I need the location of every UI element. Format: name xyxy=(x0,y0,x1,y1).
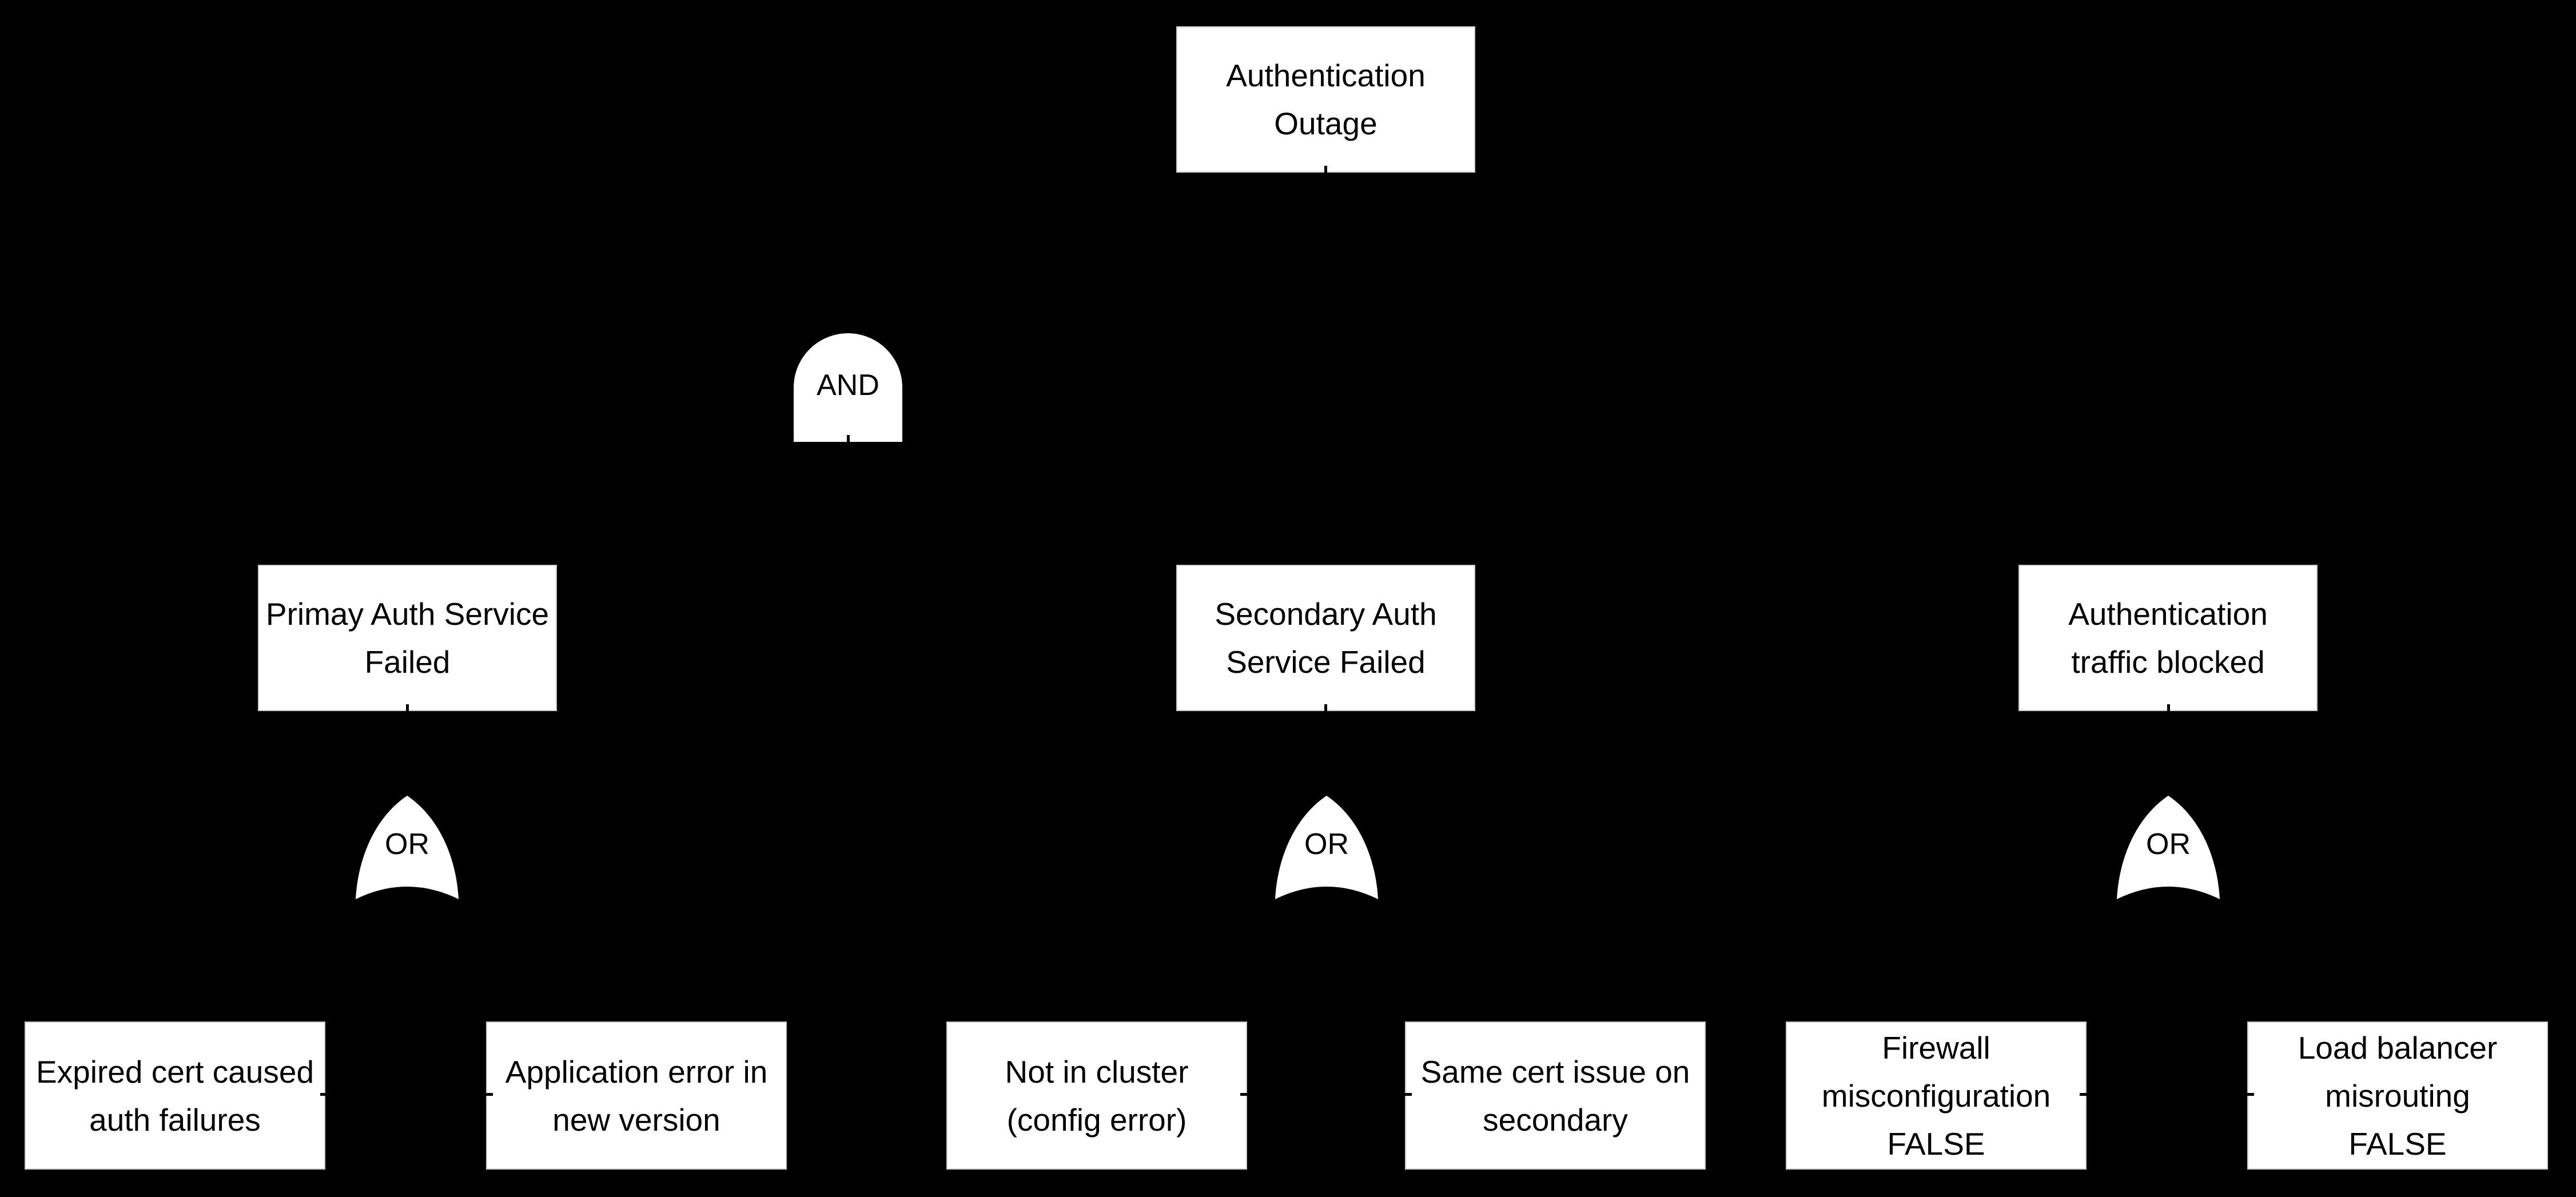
intermediate-event-secondary-auth-box: Secondary Auth Service Failed xyxy=(1176,565,1475,711)
connector-orright-down xyxy=(2167,895,2170,1096)
basic-event-expired-cert-box: Expired cert caused auth failures xyxy=(25,1022,325,1170)
basic-event-same-cert-box: Same cert issue on secondary xyxy=(1405,1022,1706,1170)
connector-midcenter-to-or xyxy=(1324,704,1327,793)
connector-midleft-to-or xyxy=(406,704,409,793)
basic-event-load-balancer-box: Load balancer misrouting FALSE xyxy=(2247,1022,2548,1170)
connector-and-up xyxy=(847,254,850,333)
top-event-box: Authentication Outage xyxy=(1176,26,1475,173)
or-gate-left-shape xyxy=(356,796,459,899)
basic-event-load-balancer-label: Load balancer misrouting FALSE xyxy=(2298,1030,2498,1162)
basic-event-app-error-box: Application error in new version xyxy=(486,1022,787,1170)
basic-event-not-in-cluster-label: Not in cluster (config error) xyxy=(1005,1054,1189,1138)
or-gate-left-label: OR xyxy=(385,828,429,861)
or-gate-center: OR xyxy=(1273,793,1380,900)
basic-event-firewall-label: Firewall misconfiguration FALSE xyxy=(1821,1030,2051,1162)
or-gate-right-shape xyxy=(2117,796,2220,899)
intermediate-event-traffic-blocked-label: Authentication traffic blocked xyxy=(2068,596,2268,680)
and-gate-shape xyxy=(794,333,902,442)
or-gate-right-label: OR xyxy=(2146,828,2191,861)
connector-orcenter-down xyxy=(1324,895,1327,1096)
or-gate-center-shape xyxy=(1275,796,1378,899)
connector-orright-leaves-horizontal xyxy=(2080,1093,2254,1096)
connector-drop-mid-center xyxy=(1324,503,1327,565)
basic-event-not-in-cluster-box: Not in cluster (config error) xyxy=(946,1022,1247,1170)
connector-top-event-down xyxy=(1324,166,1327,257)
and-gate: AND xyxy=(794,333,902,442)
and-gate-label: AND xyxy=(817,369,879,402)
connector-midright-to-or xyxy=(2167,704,2170,793)
basic-event-expired-cert-label: Expired cert caused auth failures xyxy=(35,1054,314,1138)
basic-event-firewall-box: Firewall misconfiguration FALSE xyxy=(1786,1022,2087,1170)
connector-drop-mid-right xyxy=(2167,503,2170,565)
connector-orcenter-leaves-horizontal xyxy=(1240,1093,1412,1096)
basic-event-app-error-label: Application error in new version xyxy=(505,1054,768,1138)
intermediate-event-traffic-blocked-box: Authentication traffic blocked xyxy=(2018,565,2318,711)
or-gate-right: OR xyxy=(2115,793,2221,900)
top-event-label: Authentication Outage xyxy=(1226,58,1426,141)
intermediate-event-primary-auth-box: Primay Auth Service Failed xyxy=(258,565,557,711)
connector-and-inputs-horizontal xyxy=(406,503,2170,506)
connector-top-to-and-horizontal xyxy=(847,254,1327,257)
or-gate-center-label: OR xyxy=(1304,828,1349,861)
intermediate-event-primary-auth-label: Primay Auth Service Failed xyxy=(265,596,550,680)
basic-event-same-cert-label: Same cert issue on secondary xyxy=(1420,1054,1690,1138)
intermediate-event-secondary-auth-label: Secondary Auth Service Failed xyxy=(1215,596,1437,680)
connector-drop-mid-left xyxy=(406,503,409,565)
or-gate-left: OR xyxy=(354,793,460,900)
connector-orleft-leaves-horizontal xyxy=(320,1093,493,1096)
connector-and-down xyxy=(847,435,850,506)
connector-orleft-down xyxy=(406,895,409,1096)
